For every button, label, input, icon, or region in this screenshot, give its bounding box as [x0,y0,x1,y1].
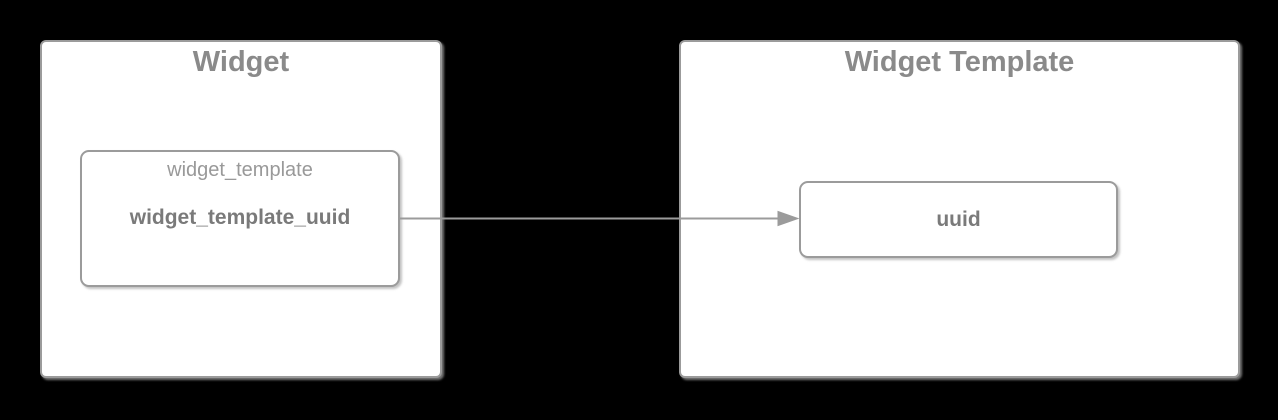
attribute-widget-template: widget_template [167,159,313,181]
attribute-group-uuid: uuid [799,181,1118,258]
attribute-group-widget-template: widget_template widget_template_uuid [80,150,400,287]
entity-widget-template-title: Widget Template [844,46,1075,78]
attribute-uuid: uuid [936,207,981,231]
entity-widget: Widget widget_template widget_template_u… [40,40,442,378]
attribute-widget-template-uuid: widget_template_uuid [129,206,351,229]
connector-arrow [398,210,800,227]
entity-widget-template: Widget Template uuid [679,40,1240,378]
entity-widget-title: Widget [192,46,290,78]
